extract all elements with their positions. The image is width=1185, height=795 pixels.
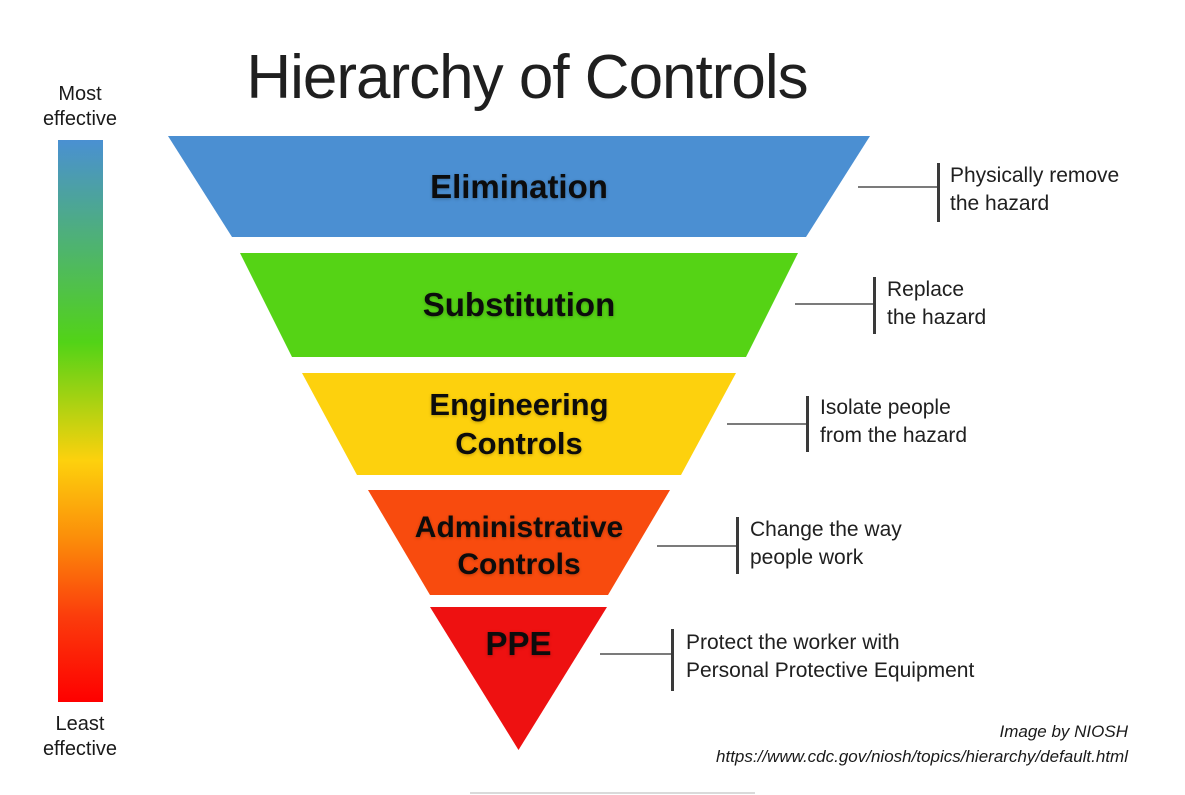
callout-tick-engineering-controls	[806, 396, 809, 452]
attribution: Image by NIOSH https://www.cdc.gov/niosh…	[716, 719, 1128, 769]
callout-line-administrative-controls	[657, 545, 738, 547]
attribution-credit: Image by NIOSH	[999, 722, 1129, 741]
effectiveness-gradient-bar	[58, 140, 103, 702]
level-substitution-label: Substitution	[422, 286, 616, 323]
level-elimination: Elimination	[168, 136, 870, 237]
attribution-url: https://www.cdc.gov/niosh/topics/hierarc…	[716, 747, 1128, 766]
level-administrative-controls: Administrative Controls	[368, 490, 670, 595]
callout-note-substitution: Replace the hazard	[887, 278, 987, 329]
callout-tick-administrative-controls	[736, 517, 739, 574]
level-substitution: Substitution	[240, 253, 798, 357]
callout-note-administrative-controls: Change the way people work	[750, 518, 902, 569]
callout-note-engineering-controls: Isolate people from the hazard	[820, 396, 968, 447]
callout-note-elimination: Physically remove the hazard	[950, 164, 1120, 215]
callout-line-substitution	[795, 303, 875, 305]
bottom-edge-artifact	[470, 792, 755, 794]
callout-tick-ppe	[671, 629, 674, 691]
least-effective-label: Least effective	[42, 713, 118, 760]
callout-line-engineering-controls	[727, 423, 808, 425]
level-elimination-label: Elimination	[430, 167, 608, 205]
callout-line-elimination	[858, 186, 938, 188]
page-title: Hierarchy of Controls	[246, 43, 808, 112]
level-ppe: PPE	[430, 607, 607, 750]
level-engineering-controls-label: Engineering Controls	[429, 387, 609, 461]
callout-tick-substitution	[873, 277, 876, 334]
callout-note-ppe: Protect the worker with Personal Protect…	[686, 631, 975, 682]
callout-line-ppe	[600, 653, 673, 655]
callout-tick-elimination	[937, 163, 940, 222]
level-administrative-controls-label: Administrative Controls	[414, 510, 624, 581]
level-ppe-label: PPE	[485, 625, 552, 662]
most-effective-label: Most effective	[42, 83, 118, 130]
level-engineering-controls: Engineering Controls	[302, 373, 736, 475]
